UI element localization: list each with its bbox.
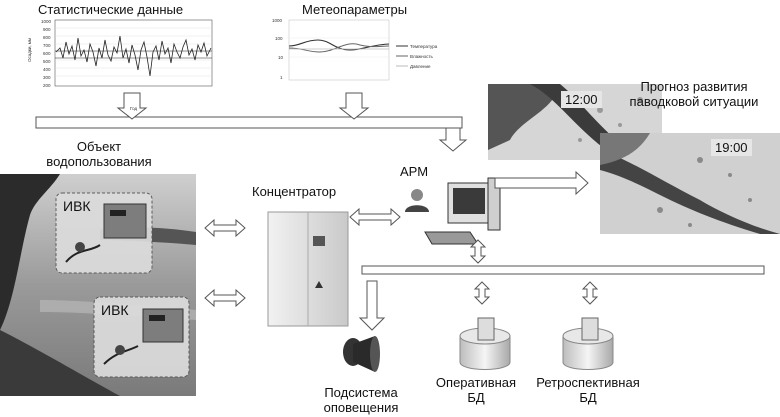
meteo-ytick: 1000 bbox=[272, 18, 283, 23]
meteo-title: Метеопараметры bbox=[302, 2, 408, 17]
meteo-legend-item: Давление bbox=[410, 64, 431, 69]
lower-bus bbox=[358, 239, 765, 331]
meteo-legend-item: Влажность bbox=[410, 54, 433, 59]
meteo-ytick: 10 bbox=[278, 55, 284, 60]
stat-ylabel: Осадки, мм bbox=[27, 37, 32, 62]
stat-ytick: 400 bbox=[43, 67, 51, 72]
concentrator-cabinet bbox=[267, 211, 349, 327]
forecast-time-2: 19:00 bbox=[711, 139, 752, 156]
arm-label: АРМ bbox=[400, 164, 429, 179]
retro-db-label: Ретроспективная БД bbox=[536, 375, 640, 405]
stat-ytick: 800 bbox=[43, 35, 51, 40]
ivk-label-2: ИВК bbox=[101, 302, 129, 318]
stat-ytick: 900 bbox=[43, 27, 51, 32]
forecast-map-2 bbox=[600, 133, 780, 234]
meteo-legend-item: Температура bbox=[410, 44, 438, 49]
meteo-ytick: 100 bbox=[275, 36, 283, 41]
statistics-chart bbox=[54, 19, 213, 87]
object-concentrator-arrows bbox=[204, 207, 401, 308]
stat-ytick: 600 bbox=[43, 51, 51, 56]
statistics-title: Статистические данные bbox=[38, 2, 184, 17]
operative-db bbox=[459, 317, 511, 370]
notification-label: Подсистема оповещения bbox=[323, 385, 399, 415]
forecast-time-1: 12:00 bbox=[561, 91, 602, 108]
stat-ytick: 300 bbox=[43, 75, 51, 80]
object-title: Объект водопользования bbox=[46, 139, 152, 169]
stat-ytick: 700 bbox=[43, 43, 51, 48]
meteo-series-temperature bbox=[288, 39, 390, 51]
meteo-series-humidity bbox=[288, 43, 390, 53]
concentrator-label: Концентратор bbox=[252, 184, 337, 199]
top-bus-arrow bbox=[35, 92, 468, 152]
arm-to-forecast-arrow bbox=[494, 170, 589, 196]
stat-ytick: 500 bbox=[43, 59, 51, 64]
arm-workstation bbox=[405, 177, 501, 245]
meteo-ytick: 1 bbox=[280, 75, 283, 80]
stat-series-line bbox=[55, 35, 212, 77]
forecast-title: Прогноз развития паводковой ситуации bbox=[629, 79, 759, 109]
operative-db-label: Оперативная БД bbox=[435, 375, 517, 405]
stat-ytick: 1000 bbox=[41, 19, 52, 24]
ivk-label-1: ИВК bbox=[63, 198, 91, 214]
meteo-chart bbox=[288, 19, 408, 81]
retro-db bbox=[562, 317, 614, 370]
ivk-device-2 bbox=[93, 296, 190, 378]
stat-ytick: 200 bbox=[43, 83, 51, 88]
loudspeaker bbox=[343, 336, 380, 372]
stat-xlabel: Год bbox=[130, 106, 138, 111]
ivk-device-1 bbox=[55, 192, 153, 274]
